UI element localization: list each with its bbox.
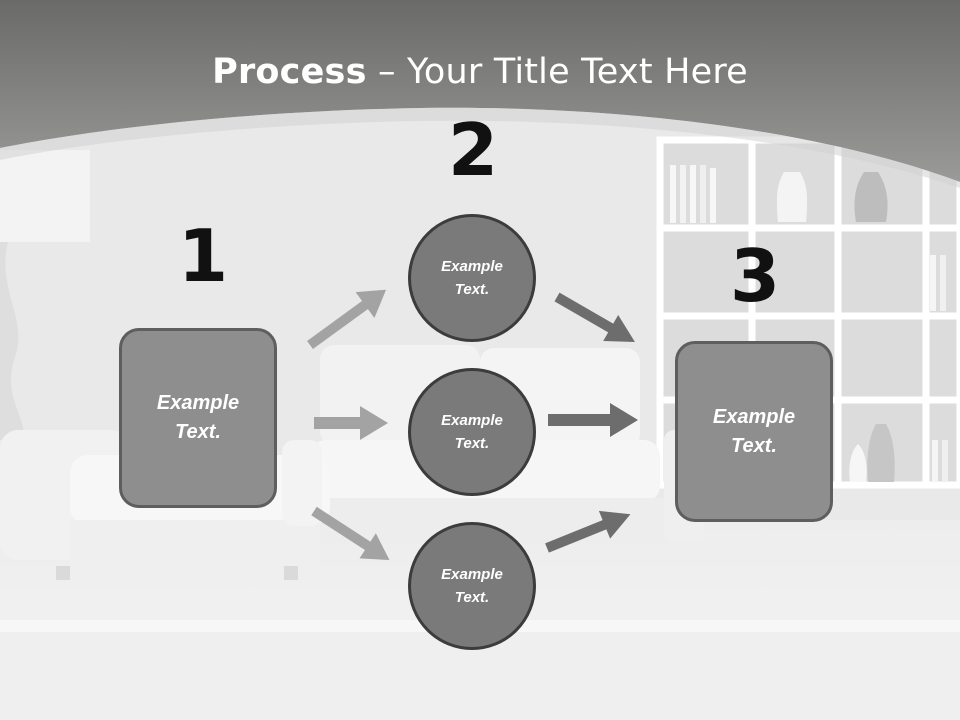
- lamp-shape: [0, 150, 90, 440]
- circle-bottom[interactable]: Example Text.: [408, 522, 536, 650]
- arrow-circle-bottom-to-box3: [545, 510, 631, 553]
- arrow-box1-to-circle-middle: [314, 406, 388, 440]
- header-band: [0, 0, 960, 182]
- step-number-1: 1: [178, 214, 229, 298]
- step-number-3: 3: [730, 234, 781, 318]
- arrow-circle-top-to-box3: [554, 292, 635, 342]
- step-1-box[interactable]: Example Text.: [119, 328, 277, 508]
- slide-title[interactable]: Process – Your Title Text Here: [0, 52, 960, 92]
- step-3-box[interactable]: Example Text.: [675, 341, 833, 522]
- circle-top-text: Example Text.: [441, 258, 503, 298]
- circle-bottom-text: Example Text.: [441, 566, 503, 606]
- slide-title-bold: Process: [212, 52, 367, 92]
- arrow-circle-middle-to-box3: [548, 403, 638, 437]
- circle-top[interactable]: Example Text.: [408, 214, 536, 342]
- step-number-2: 2: [448, 108, 499, 192]
- slide-title-rest: – Your Title Text Here: [366, 52, 748, 92]
- step-1-box-text: Example Text.: [156, 392, 240, 443]
- circle-middle[interactable]: Example Text.: [408, 368, 536, 496]
- step-3-box-text: Example Text.: [712, 405, 796, 457]
- shelf-books-and-vases: [670, 165, 948, 482]
- arrow-box1-to-circle-top: [307, 289, 387, 350]
- circle-middle-text: Example Text.: [441, 412, 503, 452]
- arrow-box1-to-circle-bottom: [311, 506, 390, 561]
